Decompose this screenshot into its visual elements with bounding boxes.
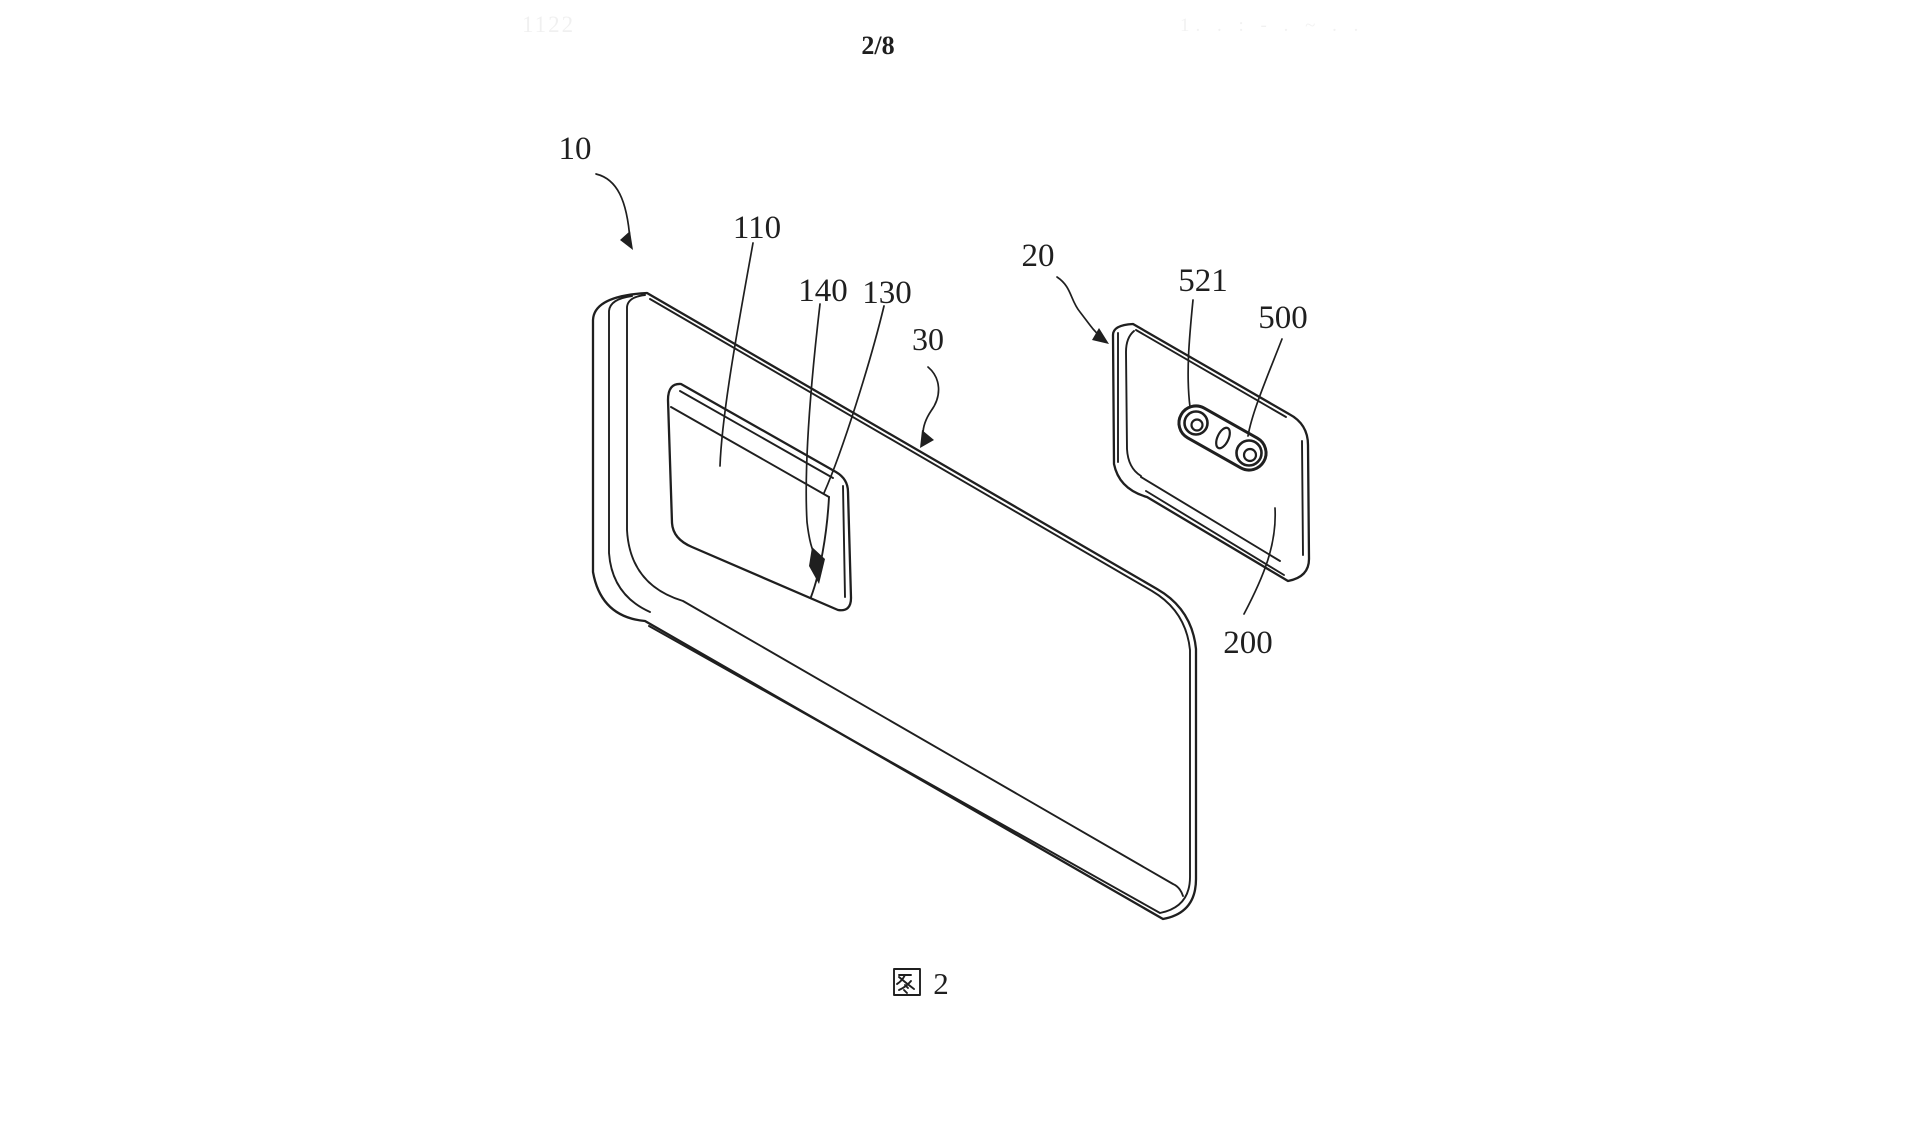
faint-artifact-right: 1. . : - . ~ . . (1180, 15, 1364, 36)
caption-hanzi-tu (894, 969, 920, 995)
recess-outer-contour (668, 384, 851, 610)
recess-right-double-line (843, 486, 845, 597)
leader-130 (824, 306, 884, 493)
module-bottom-double-line (1146, 491, 1284, 575)
recess-inner-ledge-line (671, 407, 829, 497)
leader-110 (720, 243, 753, 466)
phone-face-boundary (627, 295, 1183, 896)
camera-flash-oval (1213, 426, 1232, 451)
phone-outer-contour (593, 293, 1196, 919)
camera-lens-right-inner (1244, 449, 1256, 461)
camera-strip-outline (1173, 400, 1272, 476)
camera-module (1113, 324, 1309, 581)
leader-500 (1248, 339, 1282, 436)
ref-label-521: 521 (1178, 263, 1228, 299)
leader-arrow-10 (596, 174, 630, 240)
leader-521 (1188, 300, 1193, 407)
phone-recess (668, 384, 851, 610)
module-top-double-line (1136, 330, 1286, 417)
phone-edge-double-line (649, 299, 1190, 913)
leader-arrow-30 (923, 367, 939, 434)
scan-artifacts: 1122 1. . : - . ~ . . (522, 12, 1364, 37)
ref-label-30: 30 (912, 321, 944, 357)
module-right-double-line (1302, 441, 1303, 555)
module-left-face-boundary (1126, 331, 1141, 476)
module-bottom-face-boundary (1141, 477, 1280, 561)
camera-lens-left-inner (1192, 420, 1203, 431)
ref-label-200: 200 (1223, 625, 1273, 661)
arrowhead-10 (620, 231, 633, 250)
camera-strip (1173, 400, 1272, 476)
arrowhead-30 (920, 430, 934, 448)
caption-numeral: 2 (933, 966, 949, 1001)
ref-label-130: 130 (862, 275, 912, 311)
ref-label-110: 110 (733, 210, 781, 246)
phone-left-face-middle-line (609, 296, 650, 612)
figure-caption: 2 (894, 966, 949, 1001)
faint-artifact-left: 1122 (522, 12, 575, 37)
recess-wall-inner-boundary (811, 497, 829, 597)
ref-label-20: 20 (1022, 238, 1055, 274)
leader-140 (806, 304, 820, 557)
leader-arrow-20 (1057, 277, 1100, 336)
phone-body (593, 293, 1196, 919)
ref-label-500: 500 (1258, 300, 1308, 336)
reference-labels: 10 110 140 130 30 20 521 500 200 (559, 131, 1308, 661)
ref-label-140: 140 (798, 273, 848, 309)
page-number: 2/8 (861, 31, 894, 60)
ref-label-10: 10 (559, 131, 592, 167)
